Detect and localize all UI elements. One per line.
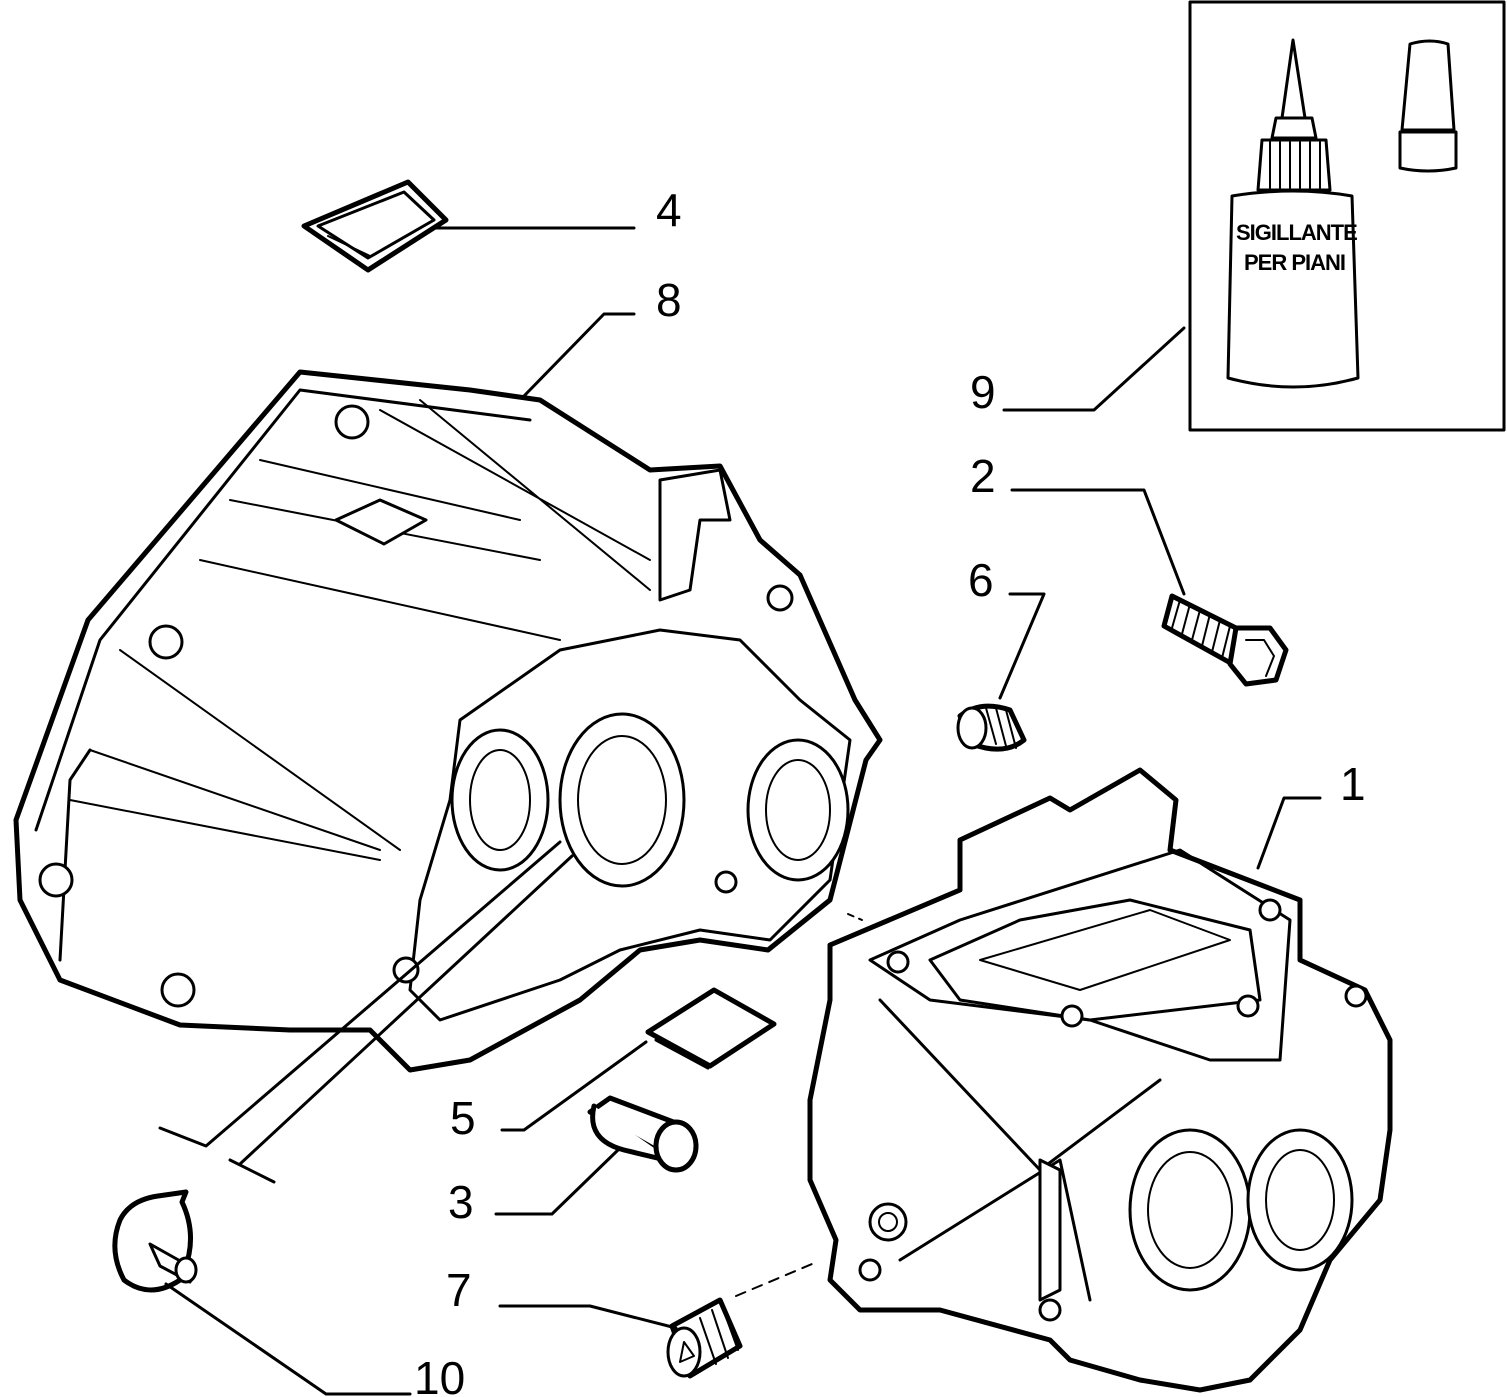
part-4-cover-plate — [301, 179, 449, 273]
leader-1 — [1256, 796, 1322, 870]
part-6-plug — [956, 703, 1027, 752]
bottle-label-line1: SIGILLANTE — [1236, 220, 1357, 245]
leader-6 — [998, 592, 1046, 700]
callout-1: 1 — [1340, 758, 1366, 810]
part-3-dowel — [587, 1095, 699, 1173]
alignment-lines — [158, 840, 863, 1297]
part-10-breather — [112, 1189, 198, 1293]
leader-2 — [1010, 488, 1186, 596]
callout-labels: 1 2 3 4 5 6 7 8 9 10 — [414, 184, 1366, 1397]
leader-10 — [164, 1282, 412, 1396]
leader-8 — [522, 312, 636, 398]
sealant-inset: SIGILLANTE PER PIANI — [1188, 0, 1506, 432]
leader-3 — [494, 1148, 620, 1216]
leader-lines — [164, 226, 1322, 1396]
callout-9: 9 — [970, 366, 996, 418]
part-1-gearbox-housing — [807, 767, 1393, 1393]
sealant-bottle: SIGILLANTE PER PIANI — [1226, 38, 1360, 389]
bottle-label-line2: PER PIANI — [1244, 250, 1345, 275]
callout-4: 4 — [656, 184, 682, 236]
part-5-plate — [645, 987, 777, 1070]
callout-7: 7 — [446, 1264, 472, 1316]
leader-9 — [1002, 326, 1186, 412]
leader-5 — [500, 1040, 648, 1132]
callout-10: 10 — [414, 1352, 465, 1397]
callout-6: 6 — [968, 554, 994, 606]
leader-7 — [498, 1304, 678, 1330]
callout-2: 2 — [970, 450, 996, 502]
callout-8: 8 — [656, 274, 682, 326]
part-2-bolt — [1161, 593, 1289, 687]
callout-3: 3 — [448, 1176, 474, 1228]
part-7-plug — [666, 1297, 743, 1379]
part-8-bell-housing — [13, 369, 883, 1073]
inset-frame — [1188, 0, 1506, 432]
bottle-cap — [1398, 39, 1458, 173]
callout-5: 5 — [450, 1092, 476, 1144]
